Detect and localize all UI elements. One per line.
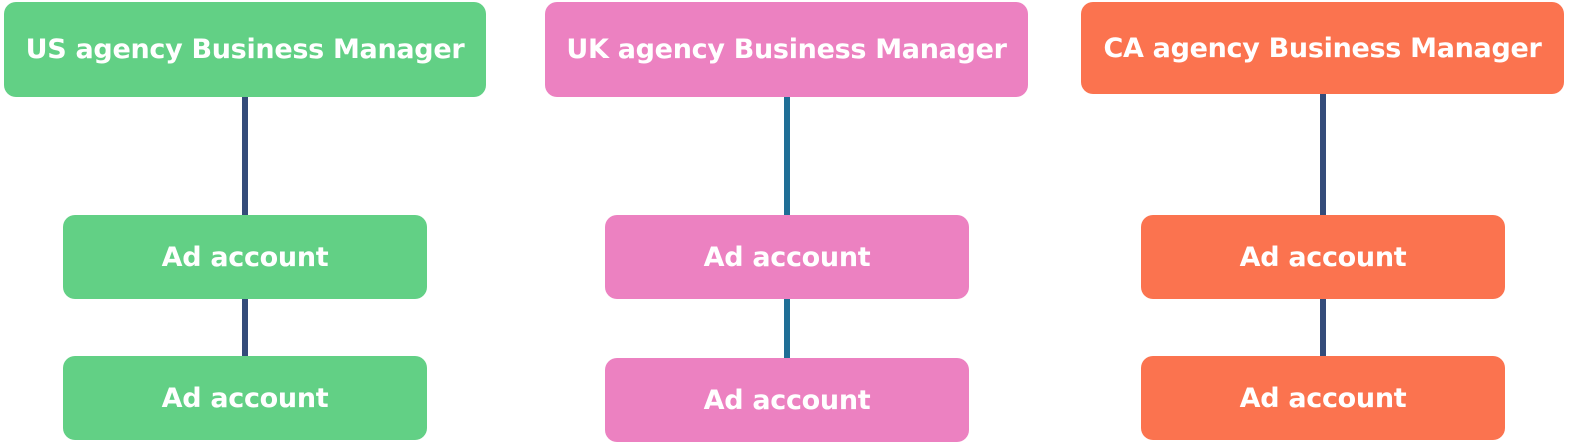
ca-ad-account-node: Ad account	[1141, 215, 1505, 299]
us-connector-line	[242, 299, 248, 356]
uk-business-manager-node: UK agency Business Manager	[545, 2, 1028, 97]
us-connector-line	[242, 97, 248, 215]
uk-connector-line	[784, 97, 790, 215]
us-ad-account-node: Ad account	[63, 356, 427, 440]
ca-ad-account-node: Ad account	[1141, 356, 1505, 440]
uk-connector-line	[784, 299, 790, 358]
uk-ad-account-node: Ad account	[605, 358, 969, 442]
ca-business-manager-node: CA agency Business Manager	[1081, 2, 1564, 94]
us-business-manager-node: US agency Business Manager	[4, 2, 486, 97]
uk-ad-account-node: Ad account	[605, 215, 969, 299]
us-ad-account-node: Ad account	[63, 215, 427, 299]
ca-connector-line	[1320, 299, 1326, 356]
ca-connector-line	[1320, 94, 1326, 215]
